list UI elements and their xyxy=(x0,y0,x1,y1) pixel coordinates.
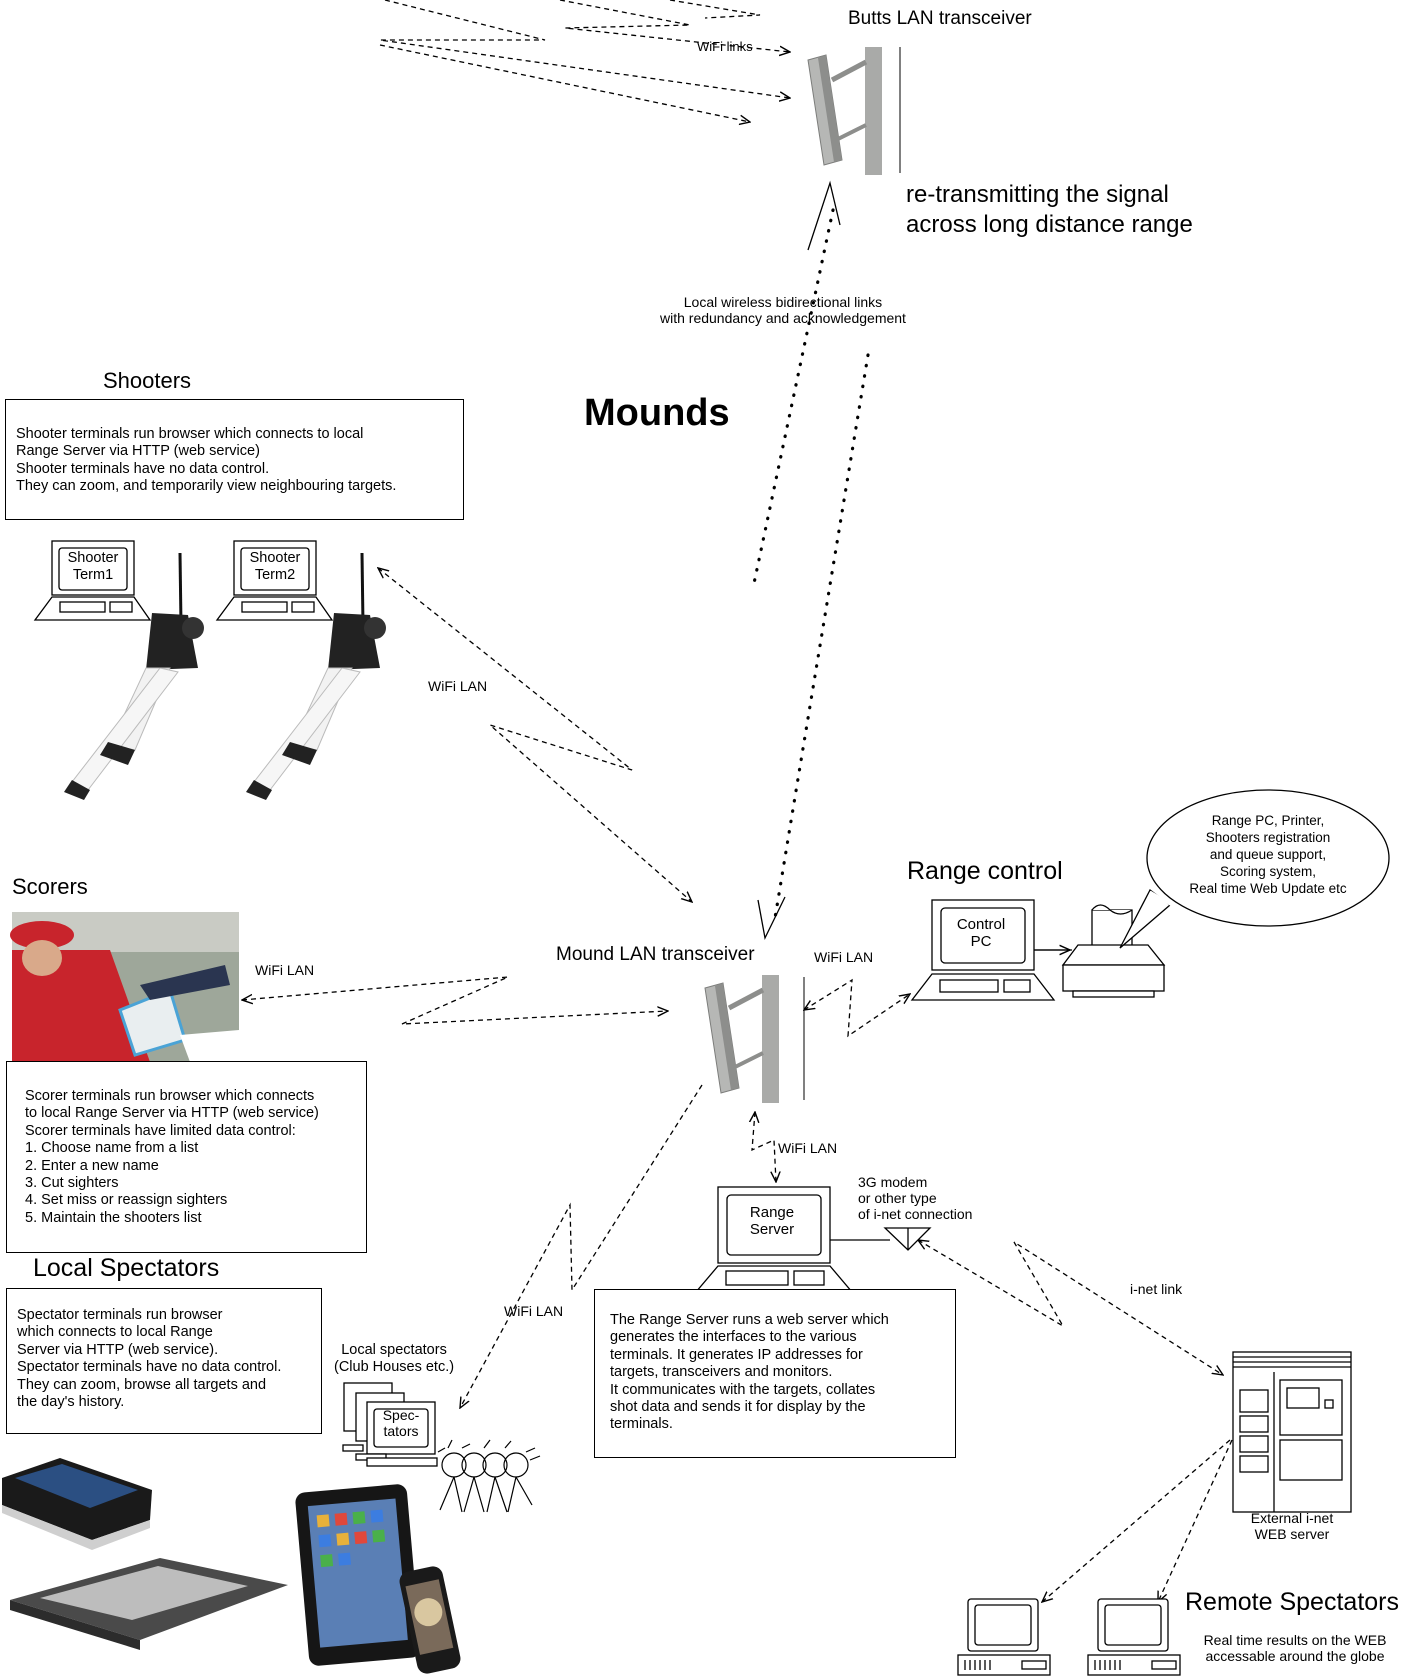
range-server-icon xyxy=(694,1186,854,1293)
chevron-bottom xyxy=(757,896,786,941)
shooters-wifi-lan-label: WiFi LAN xyxy=(428,678,488,694)
scorers-wifi-lan-label: WiFi LAN xyxy=(255,962,315,978)
remote-pc-1-icon xyxy=(957,1598,1051,1676)
e-reader-image xyxy=(10,1558,288,1650)
link-top-1 xyxy=(379,0,790,98)
shooter-term2-label: Shooter Term2 xyxy=(249,550,301,583)
range-control-heading: Range control xyxy=(907,857,1063,885)
shooters-description-box: Shooter terminals run browser which conn… xyxy=(5,399,464,520)
mound-antenna-icon xyxy=(704,975,805,1103)
shooters-heading: Shooters xyxy=(103,368,192,393)
inet-link-label: i-net link xyxy=(1130,1281,1183,1297)
shooter-figure-1 xyxy=(64,552,204,800)
shooter-term1-label: Shooter Term1 xyxy=(67,550,119,583)
range-server-label: Range Server xyxy=(749,1204,795,1239)
iphone-image xyxy=(399,1566,461,1674)
modem-note: 3G modem or other type of i-net connecti… xyxy=(858,1174,973,1223)
shooter-term1-laptop-icon xyxy=(33,540,152,621)
link-inet xyxy=(918,1240,1223,1375)
remote-pc-2-icon xyxy=(1087,1598,1181,1676)
shooter-figure-2 xyxy=(246,552,386,800)
mound-wifi-lan-down: WiFi LAN xyxy=(778,1140,838,1156)
retransmit-note: re-transmitting the signal across long d… xyxy=(906,181,1193,238)
spectator-workstation-icon xyxy=(342,1382,438,1467)
external-web-server-icon xyxy=(1232,1351,1352,1513)
mound-wifi-lan-right: WiFi LAN xyxy=(814,949,874,965)
dotted-link-2 xyxy=(773,353,870,920)
link-top-2 xyxy=(559,0,790,52)
mounds-heading: Mounds xyxy=(584,392,730,434)
link-server xyxy=(752,1112,776,1182)
range-pc-bubble-text: Range PC, Printer, Shooters registration… xyxy=(1189,813,1347,896)
remote-spectators-heading: Remote Spectators xyxy=(1185,1588,1399,1616)
printer-icon xyxy=(1061,904,1166,998)
dotted-link-1 xyxy=(751,208,835,590)
tablet-image xyxy=(295,1484,421,1666)
chevron-top xyxy=(807,180,841,251)
scorers-description-box: Scorer terminals run browser which conne… xyxy=(6,1061,367,1253)
shooter-term2-laptop-icon xyxy=(215,540,334,621)
link-top-3 xyxy=(669,0,761,19)
link-top-4 xyxy=(379,44,750,122)
control-pc-label: Control PC xyxy=(956,916,1006,951)
link-spectators xyxy=(460,1084,703,1408)
control-pc-icon xyxy=(910,899,1072,1001)
spectator-crowd-icon xyxy=(437,1439,541,1513)
wireless-links-note: Local wireless bidirectional links with … xyxy=(660,294,906,327)
link-control xyxy=(804,978,910,1038)
butts-antenna-icon xyxy=(807,47,901,175)
link-shooters xyxy=(378,568,692,902)
range-pc-bubble-shape xyxy=(1119,789,1390,949)
mound-wifi-lan-spectators: WiFi LAN xyxy=(504,1303,564,1319)
scorer-photo xyxy=(10,912,239,1062)
external-server-label: External i-net WEB server xyxy=(1250,1510,1334,1543)
link-scorers xyxy=(242,976,668,1025)
scorers-heading: Scorers xyxy=(12,874,88,899)
link-remote-2 xyxy=(1158,1439,1233,1602)
local-spectators-location: Local spectators (Club Houses etc.) xyxy=(334,1342,455,1375)
range-server-description-box: The Range Server runs a web server which… xyxy=(594,1289,956,1458)
remote-spectators-description: Real time results on the WEB accessable … xyxy=(1203,1632,1387,1665)
local-spectators-heading: Local Spectators xyxy=(33,1254,220,1282)
link-remote-1 xyxy=(1042,1439,1231,1602)
smartphone-image xyxy=(2,1458,152,1550)
local-spectators-description-box: Spectator terminals run browser which co… xyxy=(6,1288,322,1434)
spectators-screen-label: Spec- tators xyxy=(382,1407,420,1440)
mound-title: Mound LAN transceiver xyxy=(556,944,755,965)
butts-wifi-links-label: WiFi links xyxy=(697,39,753,54)
butts-title: Butts LAN transceiver xyxy=(848,8,1032,29)
